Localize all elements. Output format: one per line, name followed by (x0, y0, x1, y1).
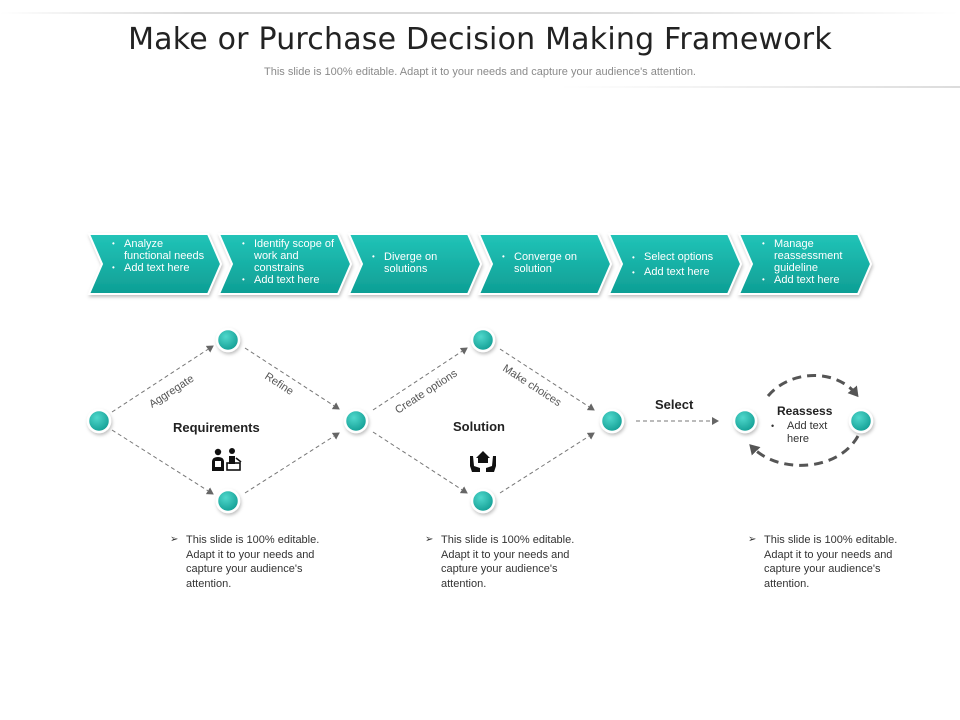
node-req-top (215, 327, 241, 353)
chevron-item: Converge on solution (502, 251, 596, 275)
connectors (111, 345, 719, 495)
node-reassess-right (848, 408, 874, 434)
connector-sol-lower-out (499, 432, 595, 494)
connector-req-lower-out (244, 432, 340, 494)
hands-holding-house-icon (470, 451, 496, 472)
chevron-item: Diverge on solutions (372, 251, 466, 275)
connector-create-options (372, 347, 468, 411)
chevron-4-text: Converge on solution (502, 251, 596, 275)
reassess-note: • Add text here (771, 420, 837, 446)
node-reassess-left (732, 408, 758, 434)
connector-sol-lower-in (372, 431, 468, 494)
node-start (86, 408, 112, 434)
reassess-loop-bottom (749, 435, 860, 467)
chevron-item: Manage reassessment guideline (762, 238, 856, 274)
chevron-item: Analyze functional needs (112, 238, 206, 262)
reassess-note-text: Add text here (787, 420, 828, 445)
note-text: This slide is 100% editable. Adapt it to… (441, 534, 575, 590)
reassess-loop (749, 374, 860, 467)
chevron-3-text: Diverge on solutions (372, 251, 466, 275)
stage-reassess: Reassess (777, 404, 833, 418)
chevron-5-text: Select options Add text here (632, 250, 726, 280)
page-subtitle: This slide is 100% editable. Adapt it to… (264, 66, 696, 78)
page-title: Make or Purchase Decision Making Framewo… (128, 22, 832, 57)
note-solution: ➢ This slide is 100% editable. Adapt it … (425, 533, 576, 591)
stage-solution: Solution (453, 419, 505, 434)
arrow-bullet-icon: ➢ (425, 534, 434, 545)
chevron-row (87, 233, 873, 295)
node-select (599, 408, 625, 434)
subtitle-divider (560, 86, 960, 88)
note-text: This slide is 100% editable. Adapt it to… (186, 534, 320, 590)
arrow-bullet-icon: ➢ (748, 534, 757, 545)
stage-select: Select (655, 397, 694, 412)
connector-aggregate (111, 345, 214, 413)
chevron-item: Add text here (242, 274, 336, 286)
connector-req-lower-in (111, 429, 214, 495)
arrow-bullet-icon: ➢ (170, 534, 179, 545)
team-presentation-icon (212, 448, 242, 471)
chevron-item: Add text here (762, 274, 856, 286)
edge-label-aggregate: Aggregate (147, 373, 196, 411)
note-text: This slide is 100% editable. Adapt it to… (764, 534, 898, 590)
top-divider (0, 12, 960, 14)
edge-label-refine: Refine (262, 370, 295, 397)
stage-requirements: Requirements (173, 420, 260, 435)
nodes (86, 327, 874, 514)
reassess-loop-top (766, 374, 859, 398)
chevron-item: Add text here (632, 265, 726, 280)
connector-refine (244, 347, 340, 410)
node-mid (343, 408, 369, 434)
chevron-item: Identify scope of work and constrains (242, 238, 336, 274)
chevron-item: Add text here (112, 262, 206, 274)
note-requirements: ➢ This slide is 100% editable. Adapt it … (170, 533, 321, 591)
chevron-item: Select options (632, 250, 726, 265)
connector-make-choices (499, 348, 595, 411)
node-req-bottom (215, 488, 241, 514)
chevron-1-text: Analyze functional needs Add text here (112, 238, 206, 274)
chevron-6-text: Manage reassessment guideline Add text h… (762, 238, 856, 286)
bullet-dot: • (771, 421, 775, 431)
node-sol-bottom (470, 488, 496, 514)
node-sol-top (470, 327, 496, 353)
note-reassess: ➢ This slide is 100% editable. Adapt it … (748, 533, 899, 591)
chevron-2-text: Identify scope of work and constrains Ad… (242, 238, 336, 286)
